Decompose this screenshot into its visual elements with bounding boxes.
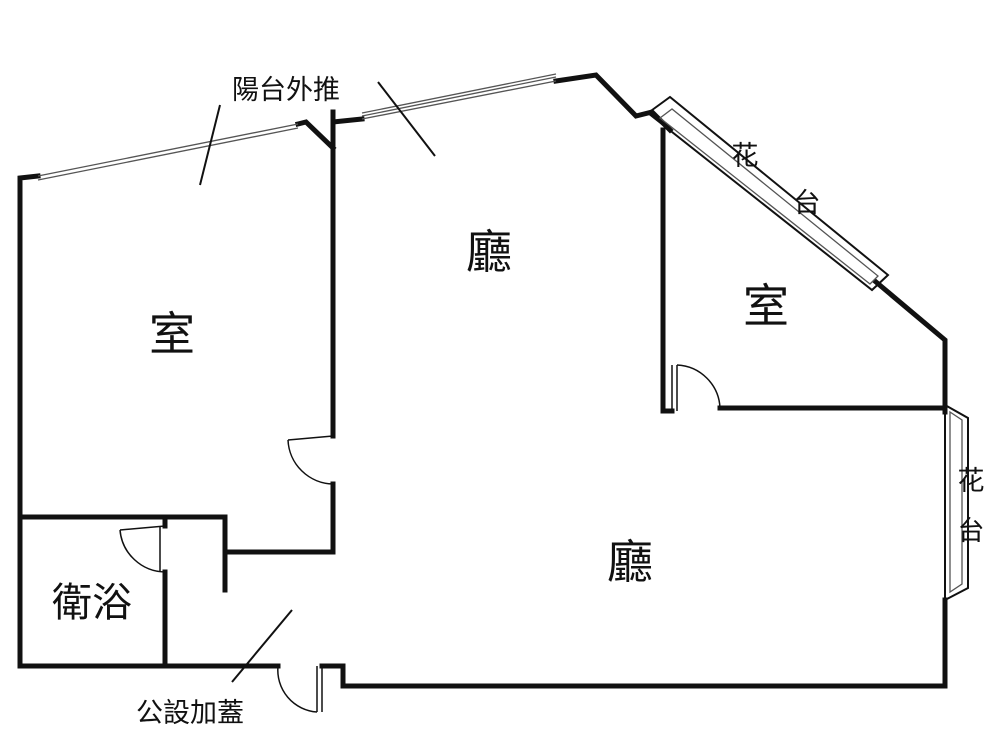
wall-right-angled bbox=[872, 278, 948, 415]
room-label-living-upper: 廳 bbox=[466, 225, 512, 279]
wall-bedroom-bottom bbox=[17, 514, 228, 555]
room-label-living-lower: 廳 bbox=[607, 535, 653, 589]
door-bedroom-right[interactable] bbox=[671, 364, 721, 411]
room-label-bedroom-right: 室 bbox=[743, 279, 789, 333]
annotation-leaders bbox=[199, 81, 436, 683]
wall-bedroom-living-divider-lower bbox=[222, 481, 336, 593]
leader-balcony-right bbox=[377, 81, 436, 157]
planter-right-box bbox=[944, 403, 969, 602]
walls bbox=[17, 72, 948, 689]
wall-right-lower bbox=[319, 597, 948, 689]
leader-public-addition bbox=[231, 609, 293, 683]
door-entry[interactable] bbox=[277, 665, 323, 713]
door-bedroom-left[interactable] bbox=[287, 435, 334, 485]
exterior-wall-left bbox=[17, 173, 168, 669]
door-bathroom[interactable] bbox=[119, 525, 166, 573]
room-label-bedroom-left: 室 bbox=[149, 307, 195, 361]
wall-bedroom-right-left bbox=[660, 127, 675, 414]
wall-top-center bbox=[330, 109, 365, 125]
windows bbox=[37, 73, 557, 181]
annotation-planter-right-1: 花 bbox=[958, 466, 985, 497]
annotation-public-addition: 公設加蓋 bbox=[136, 698, 244, 729]
wall-top-left-corner bbox=[294, 119, 337, 152]
annotation-planter-right-2: 台 bbox=[958, 516, 985, 547]
annotation-planter-upper-1: 花 bbox=[732, 141, 759, 172]
annotation-planter-upper-2: 台 bbox=[794, 188, 821, 219]
leader-balcony-left bbox=[199, 104, 221, 186]
room-label-bathroom: 衛浴 bbox=[52, 580, 132, 626]
annotation-balcony-extension: 陽台外推 bbox=[232, 75, 340, 106]
planter-upper-box bbox=[646, 95, 890, 292]
wall-top-right-jog bbox=[553, 72, 674, 134]
